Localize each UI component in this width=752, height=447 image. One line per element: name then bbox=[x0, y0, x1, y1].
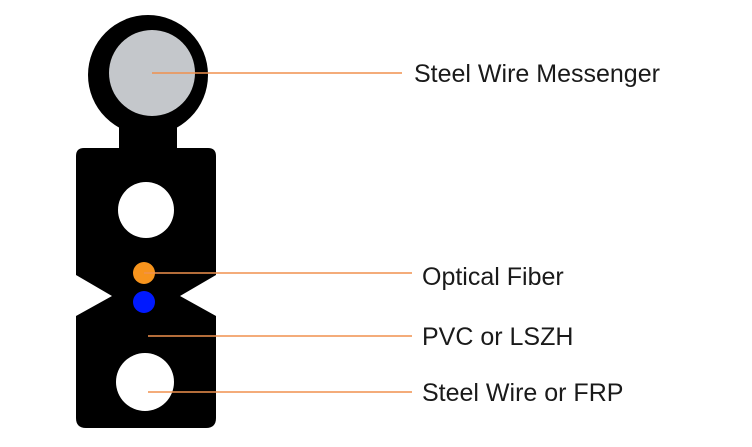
label-steel-wire-or-frp: Steel Wire or FRP bbox=[422, 379, 623, 407]
label-steel-wire-messenger: Steel Wire Messenger bbox=[414, 60, 660, 88]
label-optical-fiber: Optical Fiber bbox=[422, 263, 564, 291]
optical-fiber-blue bbox=[133, 291, 155, 313]
cable-sheath-body bbox=[76, 148, 216, 428]
lower-strength-member bbox=[116, 353, 174, 411]
upper-strength-member bbox=[118, 182, 174, 238]
label-pvc-or-lszh: PVC or LSZH bbox=[422, 323, 573, 351]
